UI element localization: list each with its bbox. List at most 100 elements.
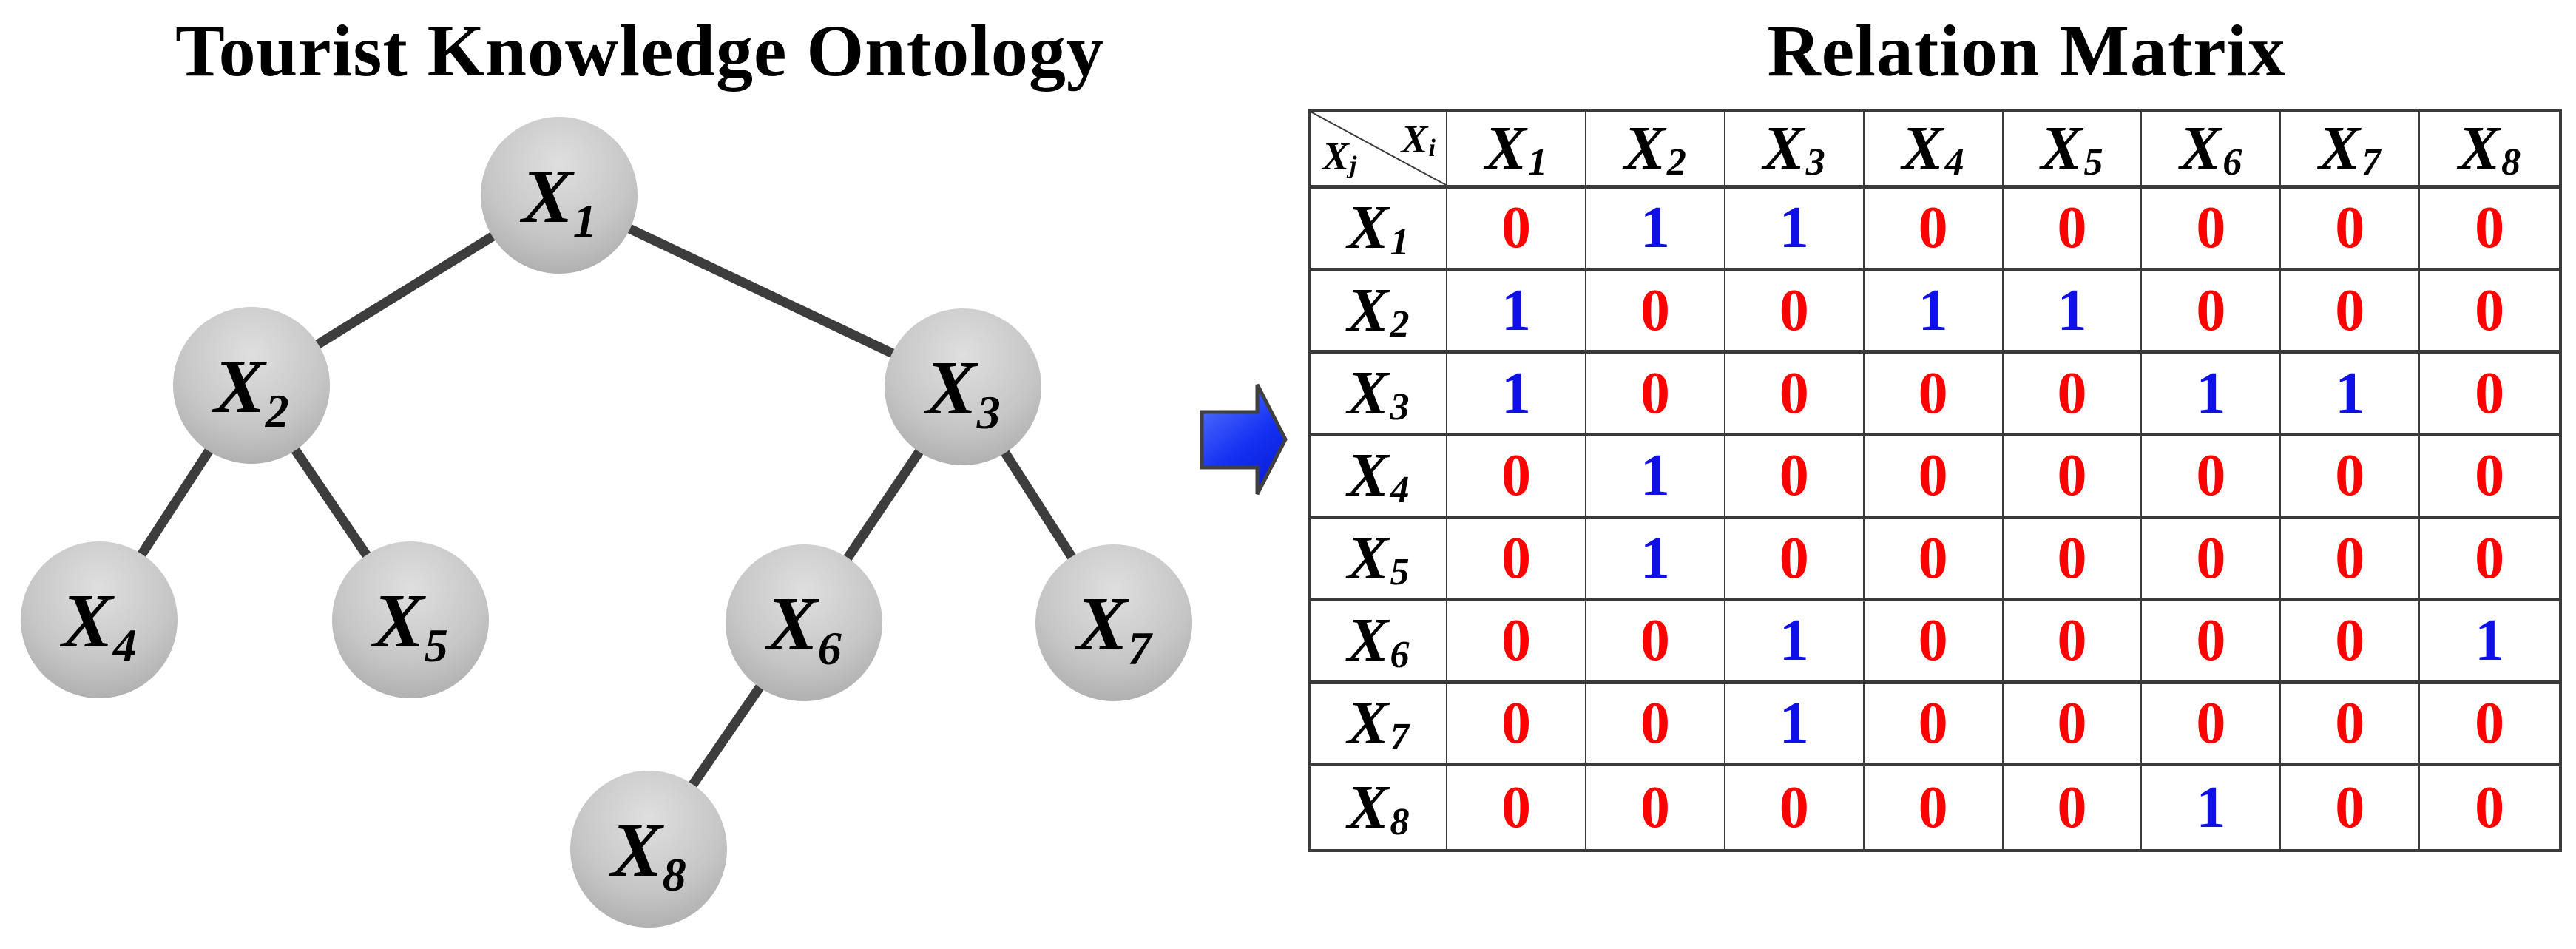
matrix-value: 0: [2475, 443, 2505, 509]
matrix-value: 0: [2196, 443, 2226, 509]
matrix-col-header-X3: X3: [1725, 112, 1865, 189]
matrix-cell-r1c2: 1: [1586, 189, 1725, 271]
matrix-value: 0: [1918, 360, 1948, 426]
matrix-cell-r1c3: 1: [1725, 189, 1865, 271]
matrix-cell-r2c8: 0: [2420, 271, 2559, 354]
matrix-value: 0: [1640, 691, 1670, 757]
matrix-cell-r7c4: 0: [1864, 683, 2004, 767]
matrix-value: 0: [2475, 525, 2505, 591]
right-arrow-icon: [1200, 383, 1288, 496]
row-header-label-5: X5: [1347, 523, 1410, 594]
matrix-value: 0: [2057, 360, 2087, 426]
col-header-label-3: X3: [1762, 113, 1825, 183]
matrix-cell-r4c4: 0: [1864, 436, 2004, 519]
matrix-value: 0: [1640, 277, 1670, 343]
matrix-value: 1: [2475, 608, 2505, 674]
matrix-value: 0: [2057, 525, 2087, 591]
matrix-value: 0: [1779, 443, 1809, 509]
matrix-value: 1: [2196, 360, 2226, 426]
row-header-label-1: X1: [1347, 193, 1410, 263]
matrix-value: 1: [2196, 775, 2226, 841]
matrix-cell-r8c5: 0: [2004, 766, 2143, 849]
matrix-cell-r4c2: 1: [1586, 436, 1725, 519]
row-header-label-6: X6: [1347, 606, 1410, 676]
matrix-value: 1: [1501, 360, 1531, 426]
matrix-value: 1: [1779, 195, 1809, 261]
matrix-cell-r7c7: 0: [2281, 683, 2421, 767]
matrix-col-header-X6: X6: [2142, 112, 2282, 189]
row-header-label-3: X3: [1347, 358, 1410, 428]
matrix-cell-r8c6: 1: [2142, 766, 2282, 849]
matrix-cell-r1c8: 0: [2420, 189, 2559, 271]
matrix-cell-r1c5: 0: [2003, 189, 2143, 271]
matrix-value: 1: [2057, 277, 2087, 343]
matrix-value: 0: [2475, 195, 2505, 261]
matrix-col-header-X2: X2: [1586, 112, 1725, 189]
matrix-cell-r7c2: 0: [1586, 683, 1725, 767]
matrix-value: 0: [1779, 775, 1809, 841]
matrix-value: 0: [2196, 608, 2226, 674]
col-header-label-5: X5: [2041, 113, 2103, 183]
matrix-row-header-X7: X7: [1311, 683, 1447, 767]
tree-node-label-X3: X3: [923, 345, 1000, 439]
matrix-cell-r2c3: 0: [1725, 271, 1865, 354]
col-header-label-7: X7: [2319, 113, 2381, 183]
row-header-label-7: X7: [1347, 689, 1410, 759]
matrix-value: 0: [1918, 525, 1948, 591]
tree-node-label-X4: X4: [59, 578, 136, 672]
matrix-value: 0: [2475, 691, 2505, 757]
tree-node-X5: [332, 541, 489, 698]
matrix-cell-r7c5: 0: [2003, 683, 2143, 767]
matrix-cell-r6c6: 0: [2142, 601, 2282, 684]
matrix-value: 0: [2335, 277, 2365, 343]
tree-node-label-X7: X7: [1074, 581, 1153, 675]
matrix-value: 0: [1640, 360, 1670, 426]
tree-node-X2: [173, 307, 330, 464]
matrix-value: 0: [2057, 775, 2087, 841]
matrix-row-header-X4: X4: [1311, 436, 1447, 519]
matrix-cell-r8c2: 0: [1586, 766, 1725, 849]
matrix-cell-r2c7: 0: [2281, 271, 2421, 354]
matrix-value: 0: [1918, 195, 1948, 261]
matrix-col-header-X4: X4: [1864, 112, 2004, 189]
matrix-value: 0: [1640, 608, 1670, 674]
matrix-value: 0: [2335, 608, 2365, 674]
matrix-value: 0: [1501, 608, 1531, 674]
col-header-label-8: X8: [2458, 113, 2521, 183]
tree-node-X6: [726, 544, 882, 701]
col-header-label-6: X6: [2180, 113, 2242, 183]
matrix-cell-r8c4: 0: [1865, 766, 2004, 849]
matrix-cell-r8c7: 0: [2281, 766, 2421, 849]
matrix-row-header-X6: X6: [1311, 601, 1447, 684]
matrix-cell-r4c6: 0: [2142, 436, 2282, 519]
matrix-cell-r3c4: 0: [1864, 354, 2004, 436]
col-header-label-4: X4: [1901, 113, 1964, 183]
tree-node-X8: [570, 771, 727, 928]
matrix-value: 0: [1501, 195, 1531, 261]
matrix-cell-r6c2: 0: [1586, 601, 1725, 684]
matrix-cell-r2c2: 0: [1586, 271, 1725, 354]
matrix-value: 0: [1779, 360, 1809, 426]
matrix-cell-r5c6: 0: [2142, 519, 2282, 602]
tree-node-label-X2: X2: [212, 344, 288, 437]
matrix-value: 1: [1918, 277, 1948, 343]
matrix-value: 0: [2196, 195, 2226, 261]
matrix-cell-r8c8: 0: [2420, 766, 2559, 849]
matrix-cell-r3c8: 0: [2420, 354, 2559, 436]
matrix-cell-r5c2: 1: [1586, 519, 1725, 602]
matrix-cell-r6c5: 0: [2003, 601, 2143, 684]
row-header-label-4: X4: [1347, 441, 1410, 511]
tree-node-label-X6: X6: [764, 581, 841, 675]
matrix-row-header-X8: X8: [1311, 766, 1447, 849]
matrix-cell-r3c5: 0: [2003, 354, 2143, 436]
matrix-cell-r1c6: 0: [2142, 189, 2282, 271]
matrix-value: 0: [1501, 691, 1531, 757]
matrix-cell-r7c1: 0: [1447, 683, 1586, 767]
matrix-value: 0: [2335, 195, 2365, 261]
corner-col-axis-label: Xi: [1401, 117, 1436, 162]
matrix-value: 0: [1501, 443, 1531, 509]
matrix-cell-r5c3: 0: [1725, 519, 1865, 602]
row-header-label-8: X8: [1347, 773, 1410, 843]
